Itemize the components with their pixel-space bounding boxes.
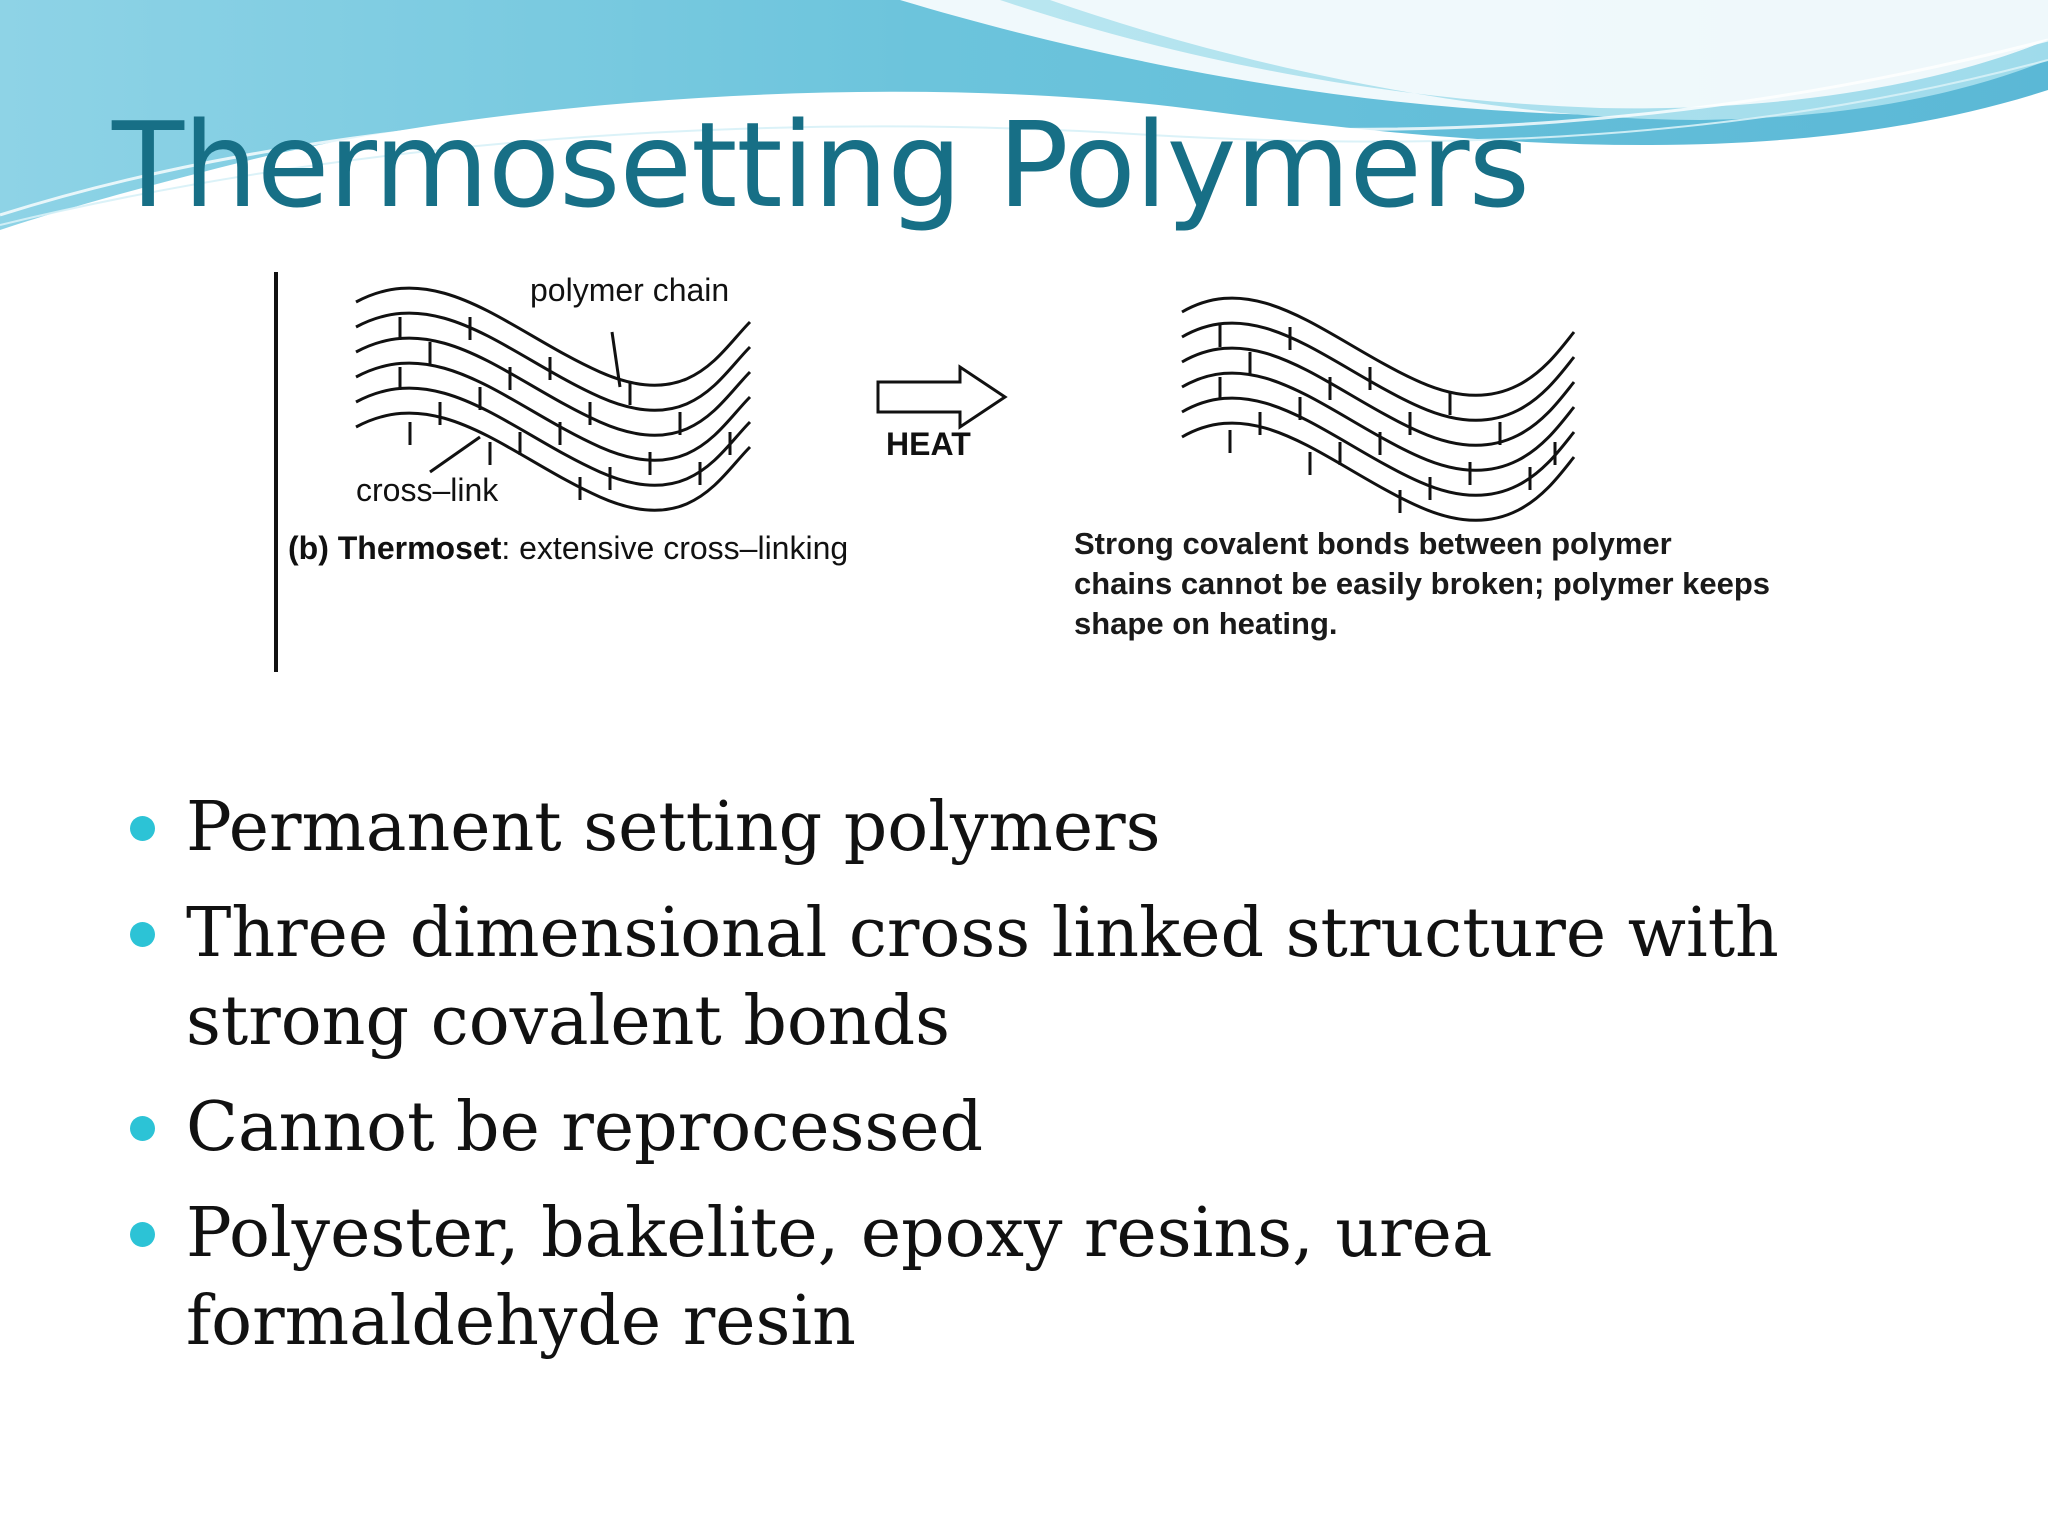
bullet-text: Polyester, bakelite, epoxy resins, urea … <box>186 1194 1493 1361</box>
polymer-chain-label: polymer chain <box>530 272 730 308</box>
thermoset-diagram: polymer chain HEAT cross–link (b) Thermo… <box>260 262 1770 682</box>
bullet-item: Three dimensional cross linked structure… <box>128 890 1928 1066</box>
heat-label: HEAT <box>886 426 971 462</box>
slide-title: Thermosetting Polymers <box>112 96 1530 234</box>
figure-caption: (b) Thermoset: extensive cross–linking <box>288 530 848 567</box>
figure-description: Strong covalent bonds between polymer ch… <box>1074 526 1771 641</box>
heat-arrow <box>876 364 1008 430</box>
cross-link-label: cross–link <box>356 472 499 508</box>
caption-suffix: : extensive cross–linking <box>501 530 849 566</box>
thermoset-diagram-drawing <box>274 272 1576 672</box>
bullet-item: Permanent setting polymers <box>128 784 1928 872</box>
bullet-item: Cannot be reprocessed <box>128 1084 1928 1172</box>
bullet-text: Permanent setting polymers <box>186 788 1161 867</box>
crosslinked-chains-right <box>1181 296 1576 522</box>
bullet-dot-icon <box>130 1116 155 1141</box>
bullet-dot-icon <box>130 1222 155 1247</box>
bullet-text: Cannot be reprocessed <box>186 1088 984 1167</box>
header-wave-decoration <box>0 0 2048 230</box>
bullet-dot-icon <box>130 816 155 841</box>
crosslinked-chains-left <box>355 286 752 512</box>
bullet-list: Permanent setting polymers Three dimensi… <box>128 784 1928 1384</box>
bullet-dot-icon <box>130 922 155 947</box>
bullet-item: Polyester, bakelite, epoxy resins, urea … <box>128 1190 1928 1366</box>
caption-prefix: (b) Thermoset <box>288 530 502 566</box>
bullet-text: Three dimensional cross linked structure… <box>186 894 1779 1061</box>
